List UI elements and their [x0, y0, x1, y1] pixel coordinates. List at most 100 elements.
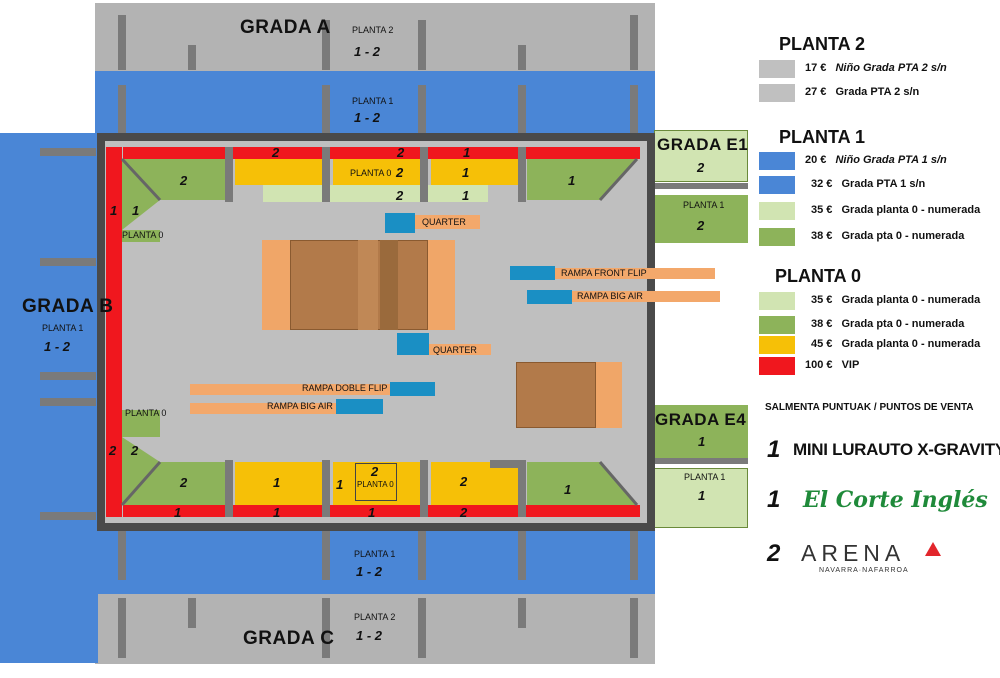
pillar: [630, 598, 638, 658]
legend-price: 27 €: [805, 86, 827, 98]
section-bottom-yellow-3[interactable]: [431, 462, 519, 505]
legend-swatch: [759, 60, 795, 78]
section-bottom-right-green[interactable]: [527, 462, 637, 505]
legend-item: 38 € Grada pta 0 - numerada: [811, 230, 964, 242]
ramp-box-stripe: [358, 240, 378, 330]
pillar: [518, 460, 526, 517]
ramp-front-flip-label: RAMPA FRONT FLIP: [561, 268, 647, 278]
pillar: [654, 183, 748, 189]
grada-e1-planta-1[interactable]: [654, 195, 748, 243]
big-air-right-ramp: [572, 291, 720, 302]
grada-e4-planta-0[interactable]: [654, 405, 748, 460]
sec-num: 1: [462, 165, 470, 180]
grada-e1-p1-label: PLANTA 1: [683, 200, 725, 210]
pillar: [322, 530, 330, 580]
pillar: [40, 512, 96, 520]
section-top-right-green[interactable]: [527, 159, 637, 200]
pillar: [225, 460, 233, 517]
legend-item: 45 € Grada planta 0 - numerada: [811, 338, 980, 350]
pillar: [420, 460, 428, 517]
legend-item: 17 € Niño Grada PTA 2 s/n: [805, 62, 947, 74]
legend-swatch: [759, 336, 795, 354]
sec-planta0-left-top: PLANTA 0: [122, 230, 164, 240]
section-bottom-yellow-2[interactable]: [333, 462, 421, 505]
sec-num: 2: [396, 188, 404, 203]
pillar: [420, 147, 428, 202]
legend-price: 20 €: [805, 154, 827, 166]
grada-c-p1-num: 1 - 2: [356, 564, 383, 579]
pillar: [630, 15, 638, 70]
grada-a-p2-num: 1 - 2: [354, 44, 381, 59]
ramp-big-air-right-label: RAMPA BIG AIR: [577, 291, 643, 301]
legend-price: 32 €: [811, 178, 833, 190]
pillar: [188, 45, 196, 70]
legend-desc: Niño Grada PTA 2 s/n: [835, 62, 947, 74]
sec-num: 2: [109, 443, 117, 458]
pillar: [518, 45, 526, 70]
left-green-strip-bottom[interactable]: [122, 410, 160, 437]
grada-e4-title: GRADA E4: [655, 410, 747, 429]
legend-planta1-head: PLANTA 1: [779, 127, 866, 147]
planta0-box[interactable]: [355, 463, 397, 501]
doble-flip-ramp: [190, 384, 390, 395]
section-top-yellow-1[interactable]: [235, 159, 323, 185]
sec-num: 1: [564, 482, 572, 497]
section-top-ltgreen[interactable]: [263, 185, 488, 202]
pillar: [40, 148, 96, 156]
sec-planta0-bottom: PLANTA 0: [357, 480, 394, 489]
vip-left[interactable]: [106, 147, 122, 517]
grada-e4-p1-num: 1: [698, 488, 706, 503]
grada-e4-top-num: 1: [698, 434, 706, 449]
vip-bottom[interactable]: [123, 505, 640, 517]
legend-price: 35 €: [811, 294, 833, 306]
legend-desc: Grada pta 0 - numerada: [841, 318, 965, 330]
sec-num: 2: [131, 443, 139, 458]
legend-price: 17 €: [805, 62, 827, 74]
grada-e1-planta-0[interactable]: [654, 130, 748, 182]
grada-e1-p1-num: 2: [697, 218, 705, 233]
legend-swatch: [759, 84, 795, 102]
grada-a-planta-1[interactable]: [95, 71, 655, 133]
legend-swatch: [759, 152, 795, 170]
quarter-mid-block: [397, 333, 429, 355]
legend-item: 35 € Grada planta 0 - numerada: [811, 294, 980, 306]
grada-a-title: GRADA A: [240, 17, 331, 38]
pillar: [40, 372, 96, 380]
legend-item: 32 € Grada PTA 1 s/n: [811, 178, 925, 190]
section-bottom-yellow-1[interactable]: [235, 462, 323, 505]
section-top-left-green[interactable]: [122, 159, 232, 230]
sec-num: 2: [460, 474, 468, 489]
legend-desc: Grada planta 0 - numerada: [841, 204, 981, 216]
big-air-left-ramp: [190, 403, 336, 414]
pillar: [322, 147, 330, 202]
grada-a-p1-label: PLANTA 1: [352, 96, 394, 106]
legend-planta2-head: PLANTA 2: [779, 34, 866, 54]
pillar: [322, 85, 330, 133]
vip-top[interactable]: [123, 147, 640, 159]
grada-a-p2-label: PLANTA 2: [352, 25, 394, 35]
section-top-yellow-3[interactable]: [431, 159, 519, 185]
grada-e4-p1-label: PLANTA 1: [684, 472, 726, 482]
legend-item: 35 € Grada planta 0 - numerada: [811, 204, 980, 216]
left-green-strip[interactable]: [122, 230, 160, 242]
el-corte-ingles-logo: El Corte Inglés: [803, 487, 988, 513]
sec-num: 2: [272, 145, 280, 160]
legend-desc: Grada planta 0 - numerada: [841, 338, 981, 350]
pillar: [518, 85, 526, 133]
pillar: [118, 85, 126, 133]
legend-swatch: [759, 228, 795, 246]
big-air-left-block: [336, 399, 383, 414]
legend-swatch: [759, 316, 795, 334]
grada-e1-top-num: 2: [697, 160, 705, 175]
section-top-yellow-2[interactable]: [333, 159, 421, 185]
sec-num: 1: [462, 188, 470, 203]
section-bottom-left-green[interactable]: [122, 437, 232, 505]
legend-item: 38 € Grada pta 0 - numerada: [811, 318, 964, 330]
grada-c-planta-1[interactable]: [95, 530, 655, 594]
arena-logo-sub: NAVARRA·NAFARROA: [819, 567, 909, 574]
pillar: [418, 20, 426, 70]
corner-sections: [120, 157, 639, 506]
grada-e1-title: GRADA E1: [657, 135, 749, 154]
legend-desc: Niño Grada PTA 1 s/n: [835, 154, 947, 166]
sec-planta0-left-bottom: PLANTA 0: [125, 408, 167, 418]
